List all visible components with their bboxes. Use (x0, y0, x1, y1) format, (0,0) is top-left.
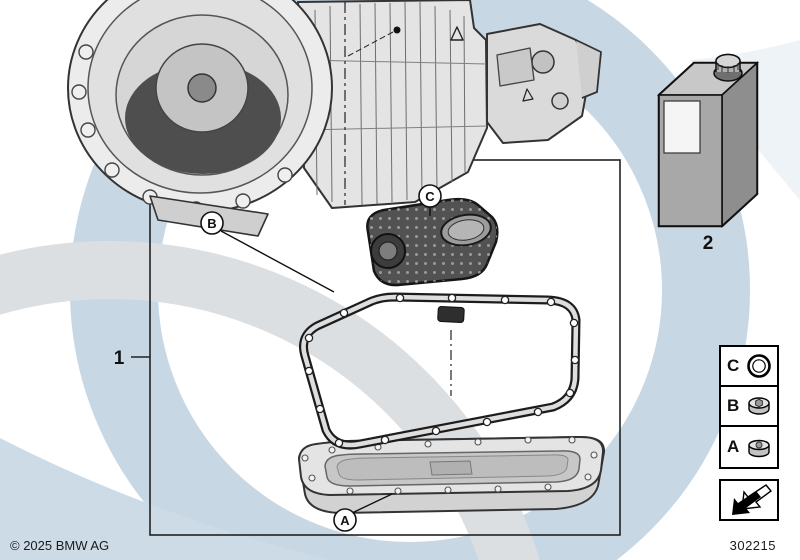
oil-pan-illustration (297, 435, 606, 515)
oil-plug-icon (748, 439, 770, 458)
copyright-text: © 2025 BMW AG (10, 538, 110, 553)
callout-c[interactable]: C (418, 184, 442, 216)
direction-arrow-icon (732, 484, 772, 515)
legend-table: C B A (719, 345, 779, 469)
oil-filter-illustration (366, 197, 499, 287)
gasket-magnet (437, 305, 465, 324)
callout-a-label: A (340, 513, 350, 528)
container-callout-number[interactable]: 2 (703, 233, 714, 254)
drain-plug-icon (748, 397, 770, 415)
callout-b[interactable]: B (200, 211, 335, 293)
callout-a[interactable]: A (333, 493, 393, 532)
fluid-container-illustration (656, 53, 760, 228)
gasket-illustration (299, 292, 581, 450)
o-ring-icon (747, 354, 771, 378)
container-label (663, 100, 701, 154)
transmission-illustration (67, 0, 602, 237)
direction-arrow-box[interactable] (719, 479, 779, 521)
legend-row-a[interactable]: A (721, 427, 777, 467)
callout-b-label: B (207, 216, 216, 231)
legend-row-c[interactable]: C (721, 347, 777, 387)
callout-c-label: C (425, 189, 435, 204)
diagram-number: 302215 (729, 538, 776, 553)
legend-label-c: C (727, 356, 740, 375)
kit-callout-number[interactable]: 1 (114, 348, 125, 369)
legend-row-b[interactable]: B (721, 387, 777, 427)
legend-label-b: B (727, 396, 740, 415)
legend-label-a: A (727, 437, 740, 456)
